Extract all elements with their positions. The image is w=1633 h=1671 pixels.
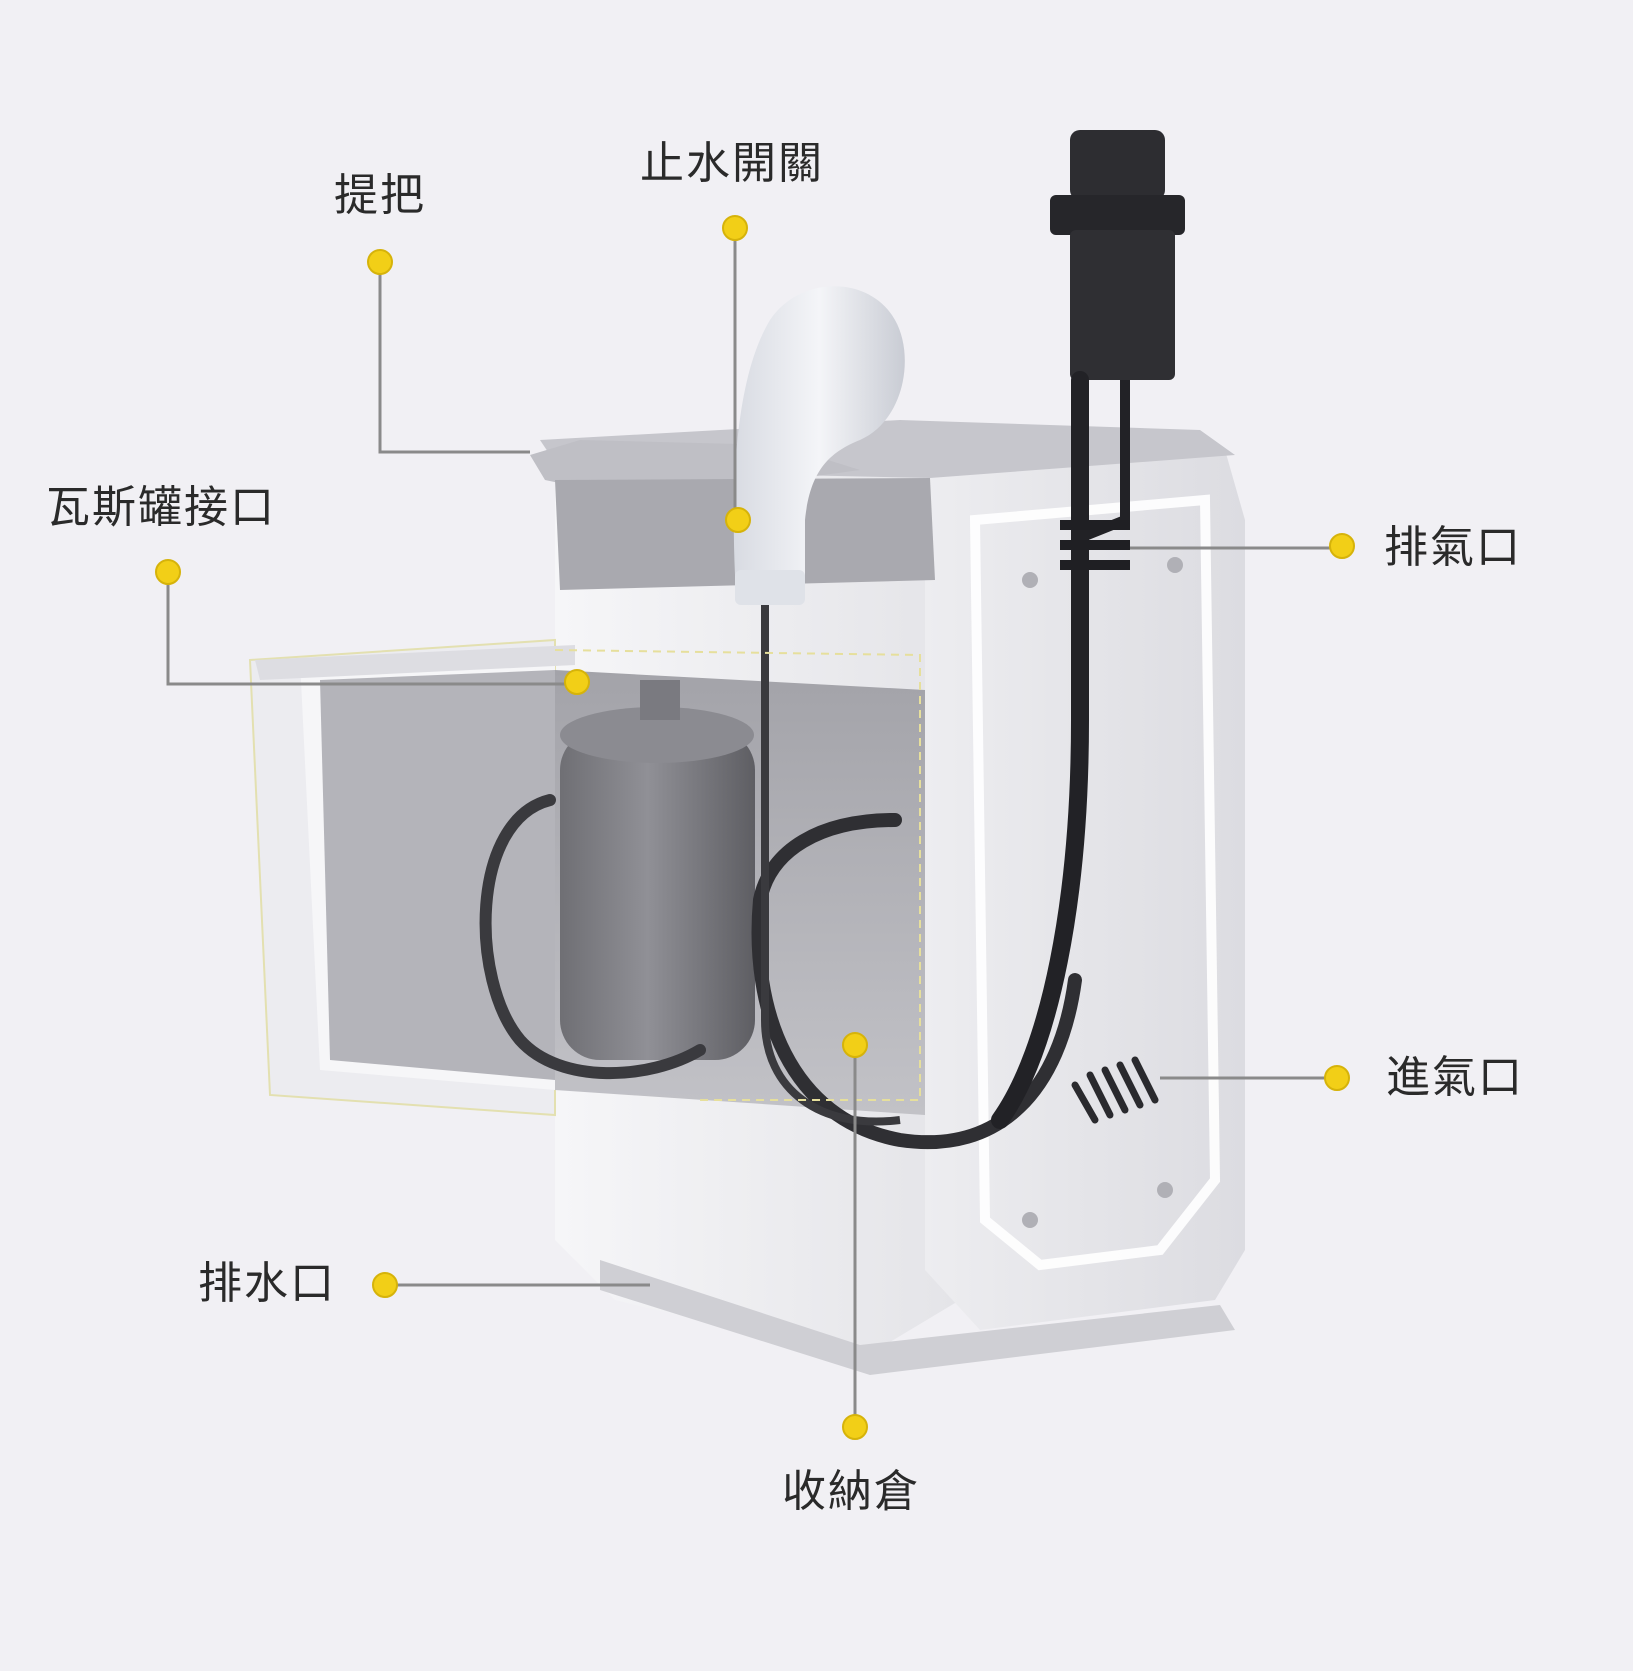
callout-dot-icon [1324,1065,1350,1091]
callout-dot-icon [564,669,590,695]
callout-dot-icon [1329,533,1355,559]
exhaust-cap [1070,130,1165,200]
inner-hose-right [751,813,1082,1150]
label-exhaust-port: 排氣口 [1384,522,1522,573]
exhaust-hose [991,371,1089,1129]
label-gas-canister-port: 瓦斯罐接口 [46,482,276,533]
callout-dot-icon [372,1272,398,1298]
label-drain-port: 排水口 [198,1258,336,1309]
label-storage-compartment: 收納倉 [782,1466,920,1517]
leader-line-gas-canister-port [166,572,577,686]
shower-head [733,286,905,580]
callout-dot-icon [842,1414,868,1440]
inner-hose-left [479,794,706,1080]
callout-dot-icon [722,215,748,241]
label-handle: 提把 [334,170,426,221]
device-base [600,1260,1235,1375]
callout-dot-icon [842,1032,868,1058]
callout-dot-icon [367,249,393,275]
label-air-intake: 進氣口 [1386,1052,1524,1103]
label-water-stop-switch: 止水開關 [640,138,824,189]
callout-dot-icon [725,507,751,533]
gas-canister [560,730,755,1060]
callout-dot-icon [155,559,181,585]
leader-line-handle [378,262,530,454]
intake-vents [1071,1056,1159,1124]
